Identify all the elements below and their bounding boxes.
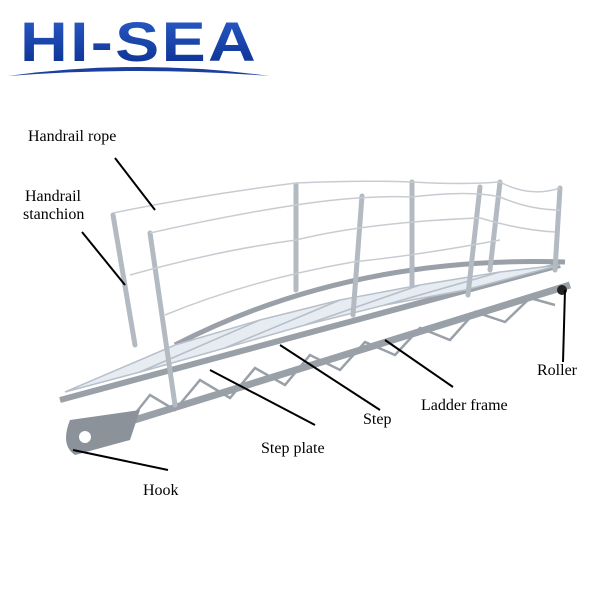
logo-text: HI-SEA xyxy=(20,10,259,73)
label-ladder-frame: Ladder frame xyxy=(421,397,508,414)
label-roller: Roller xyxy=(537,362,577,379)
hi-sea-logo: HI-SEA xyxy=(8,10,273,76)
step-plates-shape xyxy=(64,264,561,393)
label-handrail-stanchion-line1: Handrail xyxy=(25,188,81,205)
stanchions-shape xyxy=(110,179,563,408)
logo-swoosh xyxy=(8,67,270,76)
label-handrail-rope: Handrail rope xyxy=(28,128,117,145)
leader-lines xyxy=(72,157,566,471)
label-step-plate: Step plate xyxy=(261,440,325,457)
handrail-ropes-shape xyxy=(112,180,561,316)
label-handrail-stanchion-line2: stanchion xyxy=(23,206,85,223)
hook-shape xyxy=(66,410,140,455)
label-step: Step xyxy=(363,411,392,428)
label-hook: Hook xyxy=(143,482,179,499)
